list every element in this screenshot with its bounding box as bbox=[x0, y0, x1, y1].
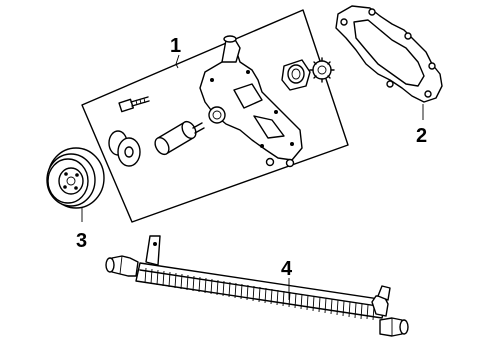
thermostat-housing bbox=[281, 59, 311, 91]
pump-pulley bbox=[46, 147, 105, 222]
pump-shaft bbox=[154, 120, 205, 156]
callout-3: 3 bbox=[76, 230, 87, 252]
oil-cooler bbox=[105, 235, 409, 337]
water-pump-assembly bbox=[81, 9, 349, 223]
pump-bolt bbox=[118, 96, 150, 113]
pump-gear bbox=[309, 57, 335, 83]
pump-hub bbox=[108, 130, 141, 167]
callout-1: 1 bbox=[170, 35, 181, 57]
callout-4: 4 bbox=[281, 258, 293, 280]
callout-1-leader bbox=[175, 54, 180, 65]
pump-housing bbox=[199, 35, 303, 168]
pump-gasket bbox=[335, 5, 443, 120]
callout-2: 2 bbox=[416, 125, 427, 147]
